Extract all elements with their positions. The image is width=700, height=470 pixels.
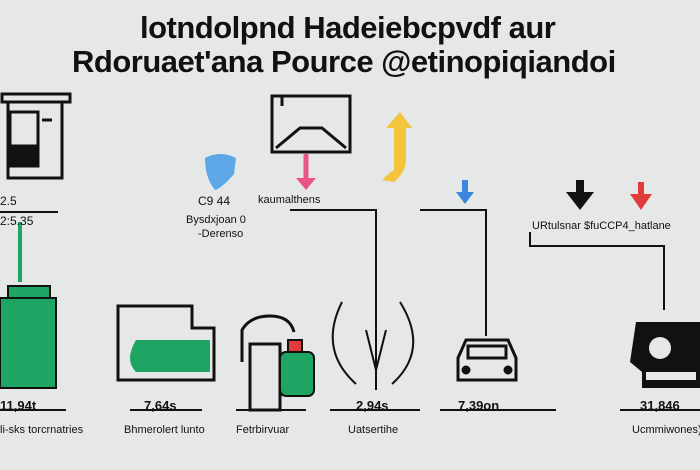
title-line-2: Rdoruaet'ana Pource @etinopiqiandoi xyxy=(72,44,616,79)
blue-arrow-icon xyxy=(456,180,474,204)
blue-shield-icon xyxy=(205,154,236,190)
value-label: 2.5 xyxy=(0,194,17,208)
stat-value: 7,64s xyxy=(144,398,177,413)
title-line-1: lotndolpnd Hadeiebcpvdf aur xyxy=(140,10,556,45)
car-icon xyxy=(456,338,518,382)
value-label: C9 44 xyxy=(198,194,231,208)
red-arrow-icon xyxy=(630,182,652,210)
stat-caption: Ucmmiwones) xyxy=(632,424,700,436)
pink-arrow-head xyxy=(296,178,316,190)
stat-caption: Fetrbirvuar xyxy=(236,424,290,436)
container-icon xyxy=(0,92,72,180)
caption-label: Bysdxjoan 0 xyxy=(186,214,246,226)
stat-caption: li-sks torcrnatries xyxy=(0,424,84,436)
green-tank-icon xyxy=(0,222,57,389)
caption-label: URtulsnar $fuCCP4_hatlane xyxy=(532,220,671,232)
connector-lines xyxy=(290,209,665,390)
caption-label: kaumalthens xyxy=(258,194,321,206)
stat-caption: Uatsertihe xyxy=(348,424,399,436)
stat-caption: Bhmerolert lunto xyxy=(124,424,205,436)
caption-label: -Derenso xyxy=(198,228,244,240)
machine-icon xyxy=(630,322,700,388)
fuel-can-icon xyxy=(116,304,216,382)
stat-value: 2,94s xyxy=(356,398,389,413)
yellow-arrow-icon xyxy=(382,112,412,182)
stat-value: 7,39on xyxy=(458,398,500,413)
fuel-station-icon xyxy=(270,94,352,154)
stat-value: 31,846 xyxy=(640,398,680,413)
value-label: 2:5.35 xyxy=(0,214,34,228)
stat-value: 11,94t xyxy=(0,398,37,413)
fuel-pump-icon xyxy=(236,314,315,412)
black-arrow-icon xyxy=(566,180,594,210)
